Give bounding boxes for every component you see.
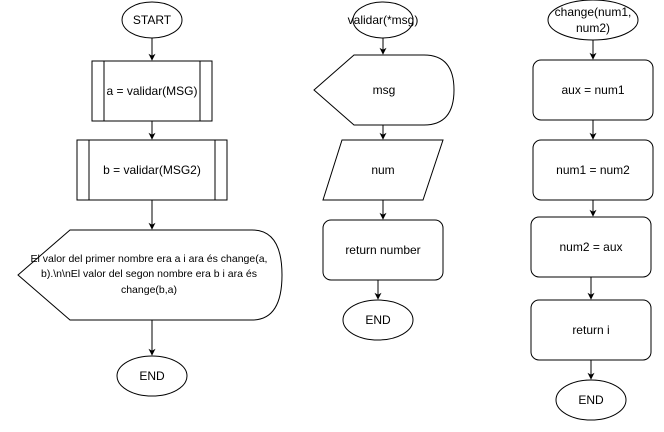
validar-end-terminal[interactable] bbox=[342, 299, 414, 341]
num2-assign-process[interactable] bbox=[530, 216, 652, 278]
num1-assign-process[interactable] bbox=[532, 139, 654, 201]
aux-assign-process[interactable] bbox=[532, 59, 654, 121]
end-terminal[interactable] bbox=[116, 355, 188, 397]
input-shape-num[interactable] bbox=[322, 139, 444, 201]
display-shape-result[interactable] bbox=[17, 229, 283, 321]
predefined-process-a[interactable] bbox=[91, 60, 213, 122]
return-number-process[interactable] bbox=[322, 219, 444, 281]
validar-start-terminal[interactable] bbox=[352, 1, 414, 39]
change-end-terminal[interactable] bbox=[555, 379, 627, 421]
start-terminal[interactable] bbox=[121, 1, 183, 39]
return-i-process[interactable] bbox=[530, 299, 652, 361]
display-shape-msg[interactable] bbox=[313, 54, 455, 126]
predefined-process-b[interactable] bbox=[76, 139, 228, 201]
change-start-terminal[interactable] bbox=[547, 0, 639, 41]
